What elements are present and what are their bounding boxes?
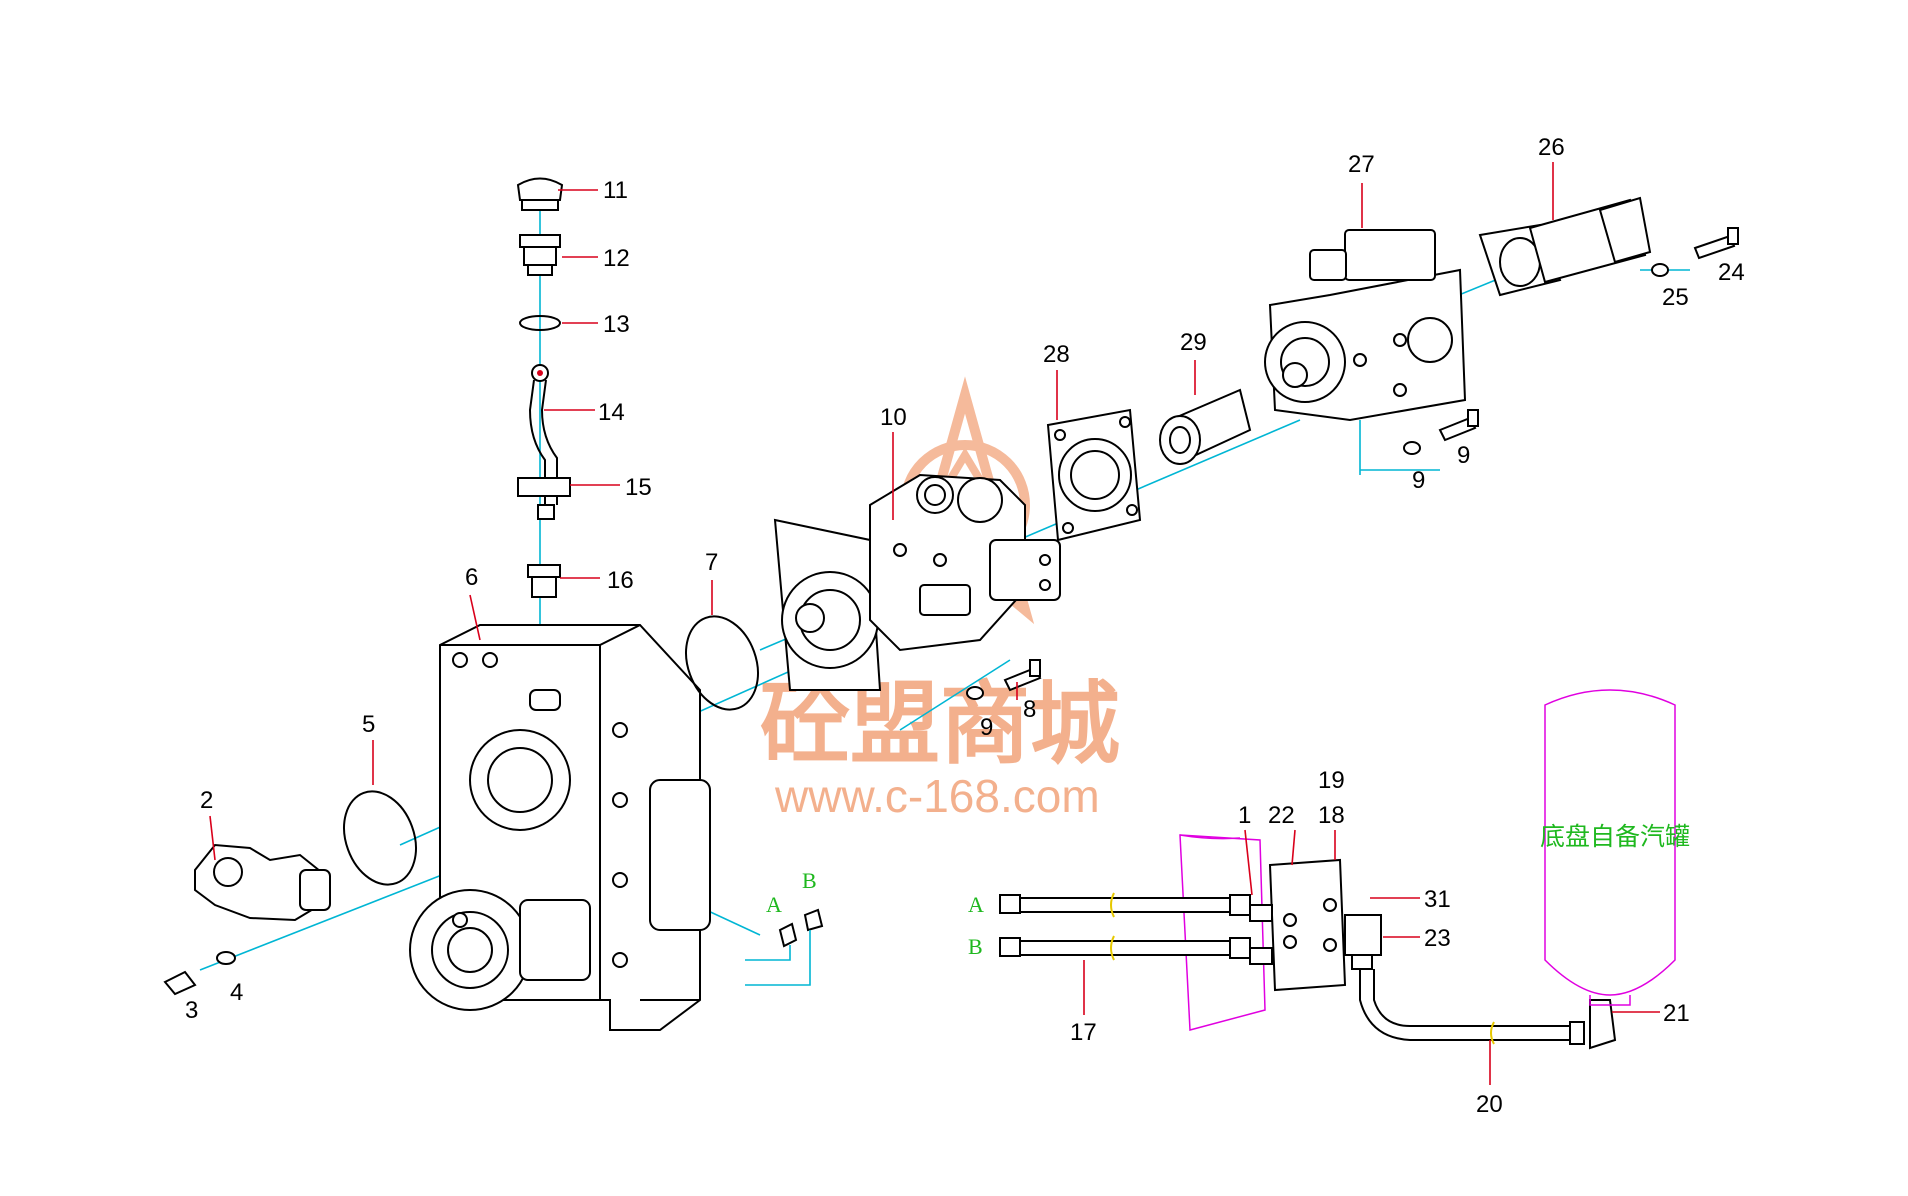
callout-10: 9	[1457, 442, 1470, 469]
callout-30: 29	[1180, 329, 1207, 356]
washer-9-upper	[1403, 441, 1421, 455]
bent-pipe	[517, 364, 571, 520]
callout-5: 5	[362, 711, 375, 738]
callout-18: 17	[1070, 1019, 1097, 1046]
air-tank	[1544, 689, 1676, 1006]
callout-9-lower: 9	[980, 714, 993, 741]
callout-labels: 11 12 13 14 15 16 6 5 7 2 3 4 10 8 9 28 …	[185, 134, 1745, 1118]
pipe-connector	[527, 564, 561, 598]
hose-port-b-label: B	[968, 934, 983, 959]
bolt-10	[1438, 409, 1479, 442]
callout-9-upper: 9	[1412, 467, 1425, 494]
leader-lines	[209, 162, 1660, 1085]
callout-20: 19	[1318, 767, 1345, 794]
bolt-8	[1003, 659, 1042, 692]
bolt-3	[163, 970, 197, 996]
gearbox-port-b-label: B	[802, 868, 817, 893]
callout-21: 20	[1476, 1091, 1503, 1118]
o-ring-5	[343, 790, 417, 886]
o-ring-7	[685, 615, 759, 711]
watermark-url: www.c-168.com	[774, 770, 1100, 822]
callout-16: 15	[625, 474, 652, 501]
adapter-fitting	[519, 234, 561, 276]
callout-24: 23	[1424, 925, 1451, 952]
valve-bracket-outline	[1179, 834, 1266, 1031]
gearbox-housing	[409, 624, 711, 1031]
tee-fitting	[1344, 914, 1382, 970]
callout-13: 12	[603, 245, 630, 272]
bolt-25	[1693, 227, 1739, 260]
callout-11: 10	[880, 404, 907, 431]
callout-1: 1	[1238, 802, 1251, 829]
breather-cap	[516, 177, 564, 211]
callout-31: 31	[1424, 886, 1451, 913]
callout-15: 14	[598, 399, 625, 426]
gear-pump	[1478, 196, 1652, 297]
callout-25: 24	[1718, 259, 1745, 286]
callout-6: 6	[465, 564, 478, 591]
callout-8: 8	[1023, 696, 1036, 723]
hose-b	[999, 935, 1251, 961]
callout-2: 2	[200, 787, 213, 814]
callout-22: 21	[1663, 1000, 1690, 1027]
callout-14: 13	[603, 311, 630, 338]
washer-4	[216, 951, 236, 965]
callout-23: 22	[1268, 802, 1295, 829]
callout-27: 26	[1538, 134, 1565, 161]
callout-4: 4	[230, 979, 243, 1006]
coupling-sleeve	[1159, 388, 1252, 465]
gearbox-port-a-label: A	[766, 892, 782, 917]
air-line-pipe	[1359, 969, 1585, 1045]
o-ring-14	[519, 315, 561, 331]
hose-port-a-label: A	[968, 892, 984, 917]
callout-29: 28	[1043, 341, 1070, 368]
callout-12: 11	[603, 177, 628, 204]
main-pump	[773, 473, 1061, 691]
callout-17: 16	[607, 567, 634, 594]
adapter-plate	[1046, 408, 1142, 542]
elbow-fitting	[1589, 999, 1617, 1050]
air-tank-label: 底盘自备汽罐	[1540, 822, 1690, 851]
washer-9-lower	[966, 686, 984, 700]
washer-26	[1651, 263, 1669, 277]
callout-7: 7	[705, 549, 718, 576]
callout-26: 25	[1662, 284, 1689, 311]
hose-a	[999, 892, 1251, 918]
hydraulic-pump	[1264, 229, 1467, 422]
valve-block	[1249, 858, 1347, 992]
callout-19: 18	[1318, 802, 1345, 829]
gearbox-port-fittings	[745, 908, 824, 986]
small-motor	[194, 843, 331, 922]
callout-28: 27	[1348, 151, 1375, 178]
callout-3: 3	[185, 997, 198, 1024]
